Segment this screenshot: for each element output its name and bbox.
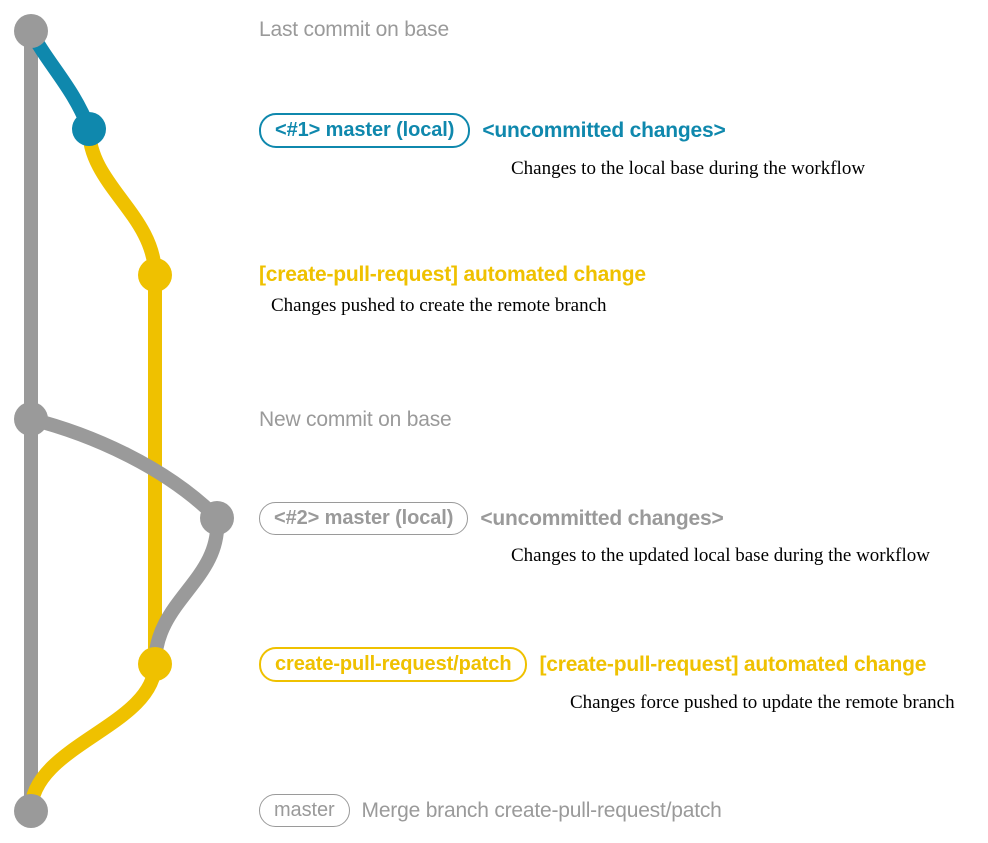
commit-row-local-change-1: <#1> master (local) <uncommitted changes… <box>0 113 988 178</box>
edge-local1-to-patch1 <box>82 122 162 282</box>
commit-subline-automated-change-1: Changes pushed to create the remote bran… <box>271 295 607 316</box>
commit-row-local-change-2: <#2> master (local) <uncommitted changes… <box>0 502 988 565</box>
commit-node-base-head[interactable] <box>14 14 48 48</box>
commit-row-automated-change-2: create-pull-request/patch [create-pull-r… <box>0 647 988 712</box>
commit-subline-local-change-1: Changes to the local base during the wor… <box>511 158 866 179</box>
branch-badge-master-local-2[interactable]: <#2> master (local) <box>259 502 469 535</box>
commit-subline-automated-change-2: Changes force pushed to update the remot… <box>570 692 955 713</box>
commit-headline-merge-commit: Merge branch create-pull-request/patch <box>361 799 722 822</box>
commit-row-automated-change-1: [create-pull-request] automated change C… <box>0 264 988 315</box>
commit-headline-local-change-1: <uncommitted changes> <box>482 119 726 142</box>
commit-node-local-2[interactable] <box>200 501 234 535</box>
commit-row-merge-commit: master Merge branch create-pull-request/… <box>0 794 988 827</box>
commit-node-merge[interactable] <box>14 794 48 828</box>
branch-badge-master-local-1[interactable]: <#1> master (local) <box>259 113 471 148</box>
commit-row-last-commit-on-base: Last commit on base <box>0 19 988 40</box>
commit-headline-automated-change-2: [create-pull-request] automated change <box>539 653 927 676</box>
commit-node-patch-2[interactable] <box>138 647 172 681</box>
commit-node-base-new[interactable] <box>14 402 48 436</box>
commit-node-patch-1[interactable] <box>138 258 172 292</box>
commit-node-local-1[interactable] <box>72 112 106 146</box>
commit-headline-automated-change-1: [create-pull-request] automated change <box>259 263 646 286</box>
commit-headline-last-commit-on-base: Last commit on base <box>259 18 449 41</box>
commit-row-new-commit-on-base: New commit on base <box>0 409 988 430</box>
edge-local2-to-patch2 <box>148 511 225 671</box>
commit-subline-local-change-2: Changes to the updated local base during… <box>511 545 930 566</box>
branch-badge-master[interactable]: master <box>259 794 350 827</box>
edge-basenew-to-local2 <box>24 412 224 525</box>
commit-headline-new-commit-on-base: New commit on base <box>259 408 452 431</box>
branch-badge-create-pull-request-patch[interactable]: create-pull-request/patch <box>259 647 528 682</box>
edge-patch2-to-merge <box>24 657 162 818</box>
commit-nodes <box>14 14 234 828</box>
commit-headline-local-change-2: <uncommitted changes> <box>480 507 724 530</box>
